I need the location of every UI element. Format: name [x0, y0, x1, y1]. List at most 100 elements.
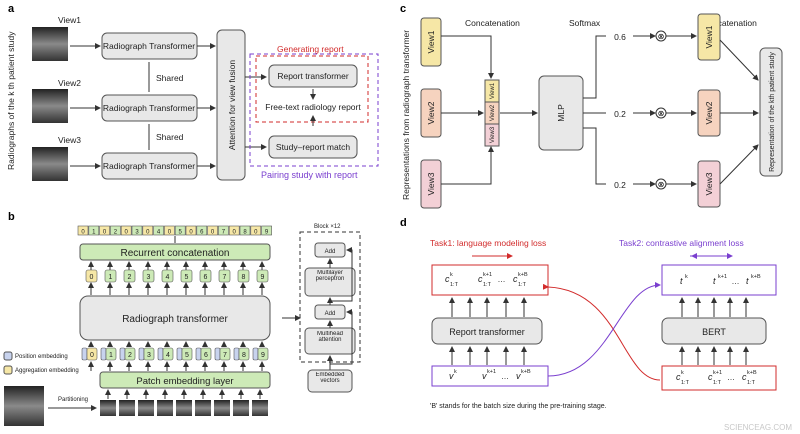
d-token: v — [449, 371, 454, 381]
d-token: t — [680, 276, 683, 286]
panel-b-letter: b — [8, 211, 15, 223]
d-token-sup: k+1 — [487, 369, 496, 375]
d-token-sub: 1:T — [518, 282, 527, 288]
d-token-sup: k+B — [751, 274, 761, 280]
a-study-report-match — [268, 135, 358, 159]
b-output-token — [77, 225, 89, 236]
b-position-embedding — [233, 347, 240, 361]
b-output-token — [228, 225, 240, 236]
b-output-token-label: 8 — [243, 230, 247, 236]
c-view1-input-label: View1 — [426, 30, 436, 53]
c-mlp-label: MLP — [556, 104, 566, 122]
b-output-token — [185, 225, 197, 236]
a-shared-1: Shared — [156, 73, 184, 83]
b-output-token — [120, 225, 132, 236]
d-t-box — [661, 264, 777, 296]
b-output-token — [110, 225, 121, 236]
b-input-token — [124, 347, 136, 361]
b-output-token — [261, 225, 272, 236]
d-token-sup: k+1 — [483, 272, 492, 278]
b-input-token-label: 6 — [204, 352, 208, 359]
b-patch-layer-label: Patch embedding layer — [136, 376, 233, 387]
a-report-transformer — [268, 64, 358, 88]
a-attention-box — [216, 29, 246, 181]
b-patch — [138, 400, 154, 416]
b-input-token-label: 4 — [166, 352, 170, 359]
d-arrows — [449, 297, 749, 365]
d-token-sup: k+B — [747, 370, 757, 376]
a-transformer-2-label: Radiograph Transformer — [103, 103, 195, 113]
a-transformer-3-label: Radiograph Transformer — [103, 161, 195, 171]
d-token: t — [713, 276, 716, 286]
b-patch — [119, 400, 135, 416]
d-token-sup: k+1 — [718, 274, 727, 280]
b-output-token — [218, 225, 229, 236]
c-representation-label: Representation of the kth patient study — [769, 52, 776, 172]
b-embedded-label: Embedded vectors — [315, 372, 345, 384]
a-generating-frame — [255, 55, 369, 123]
c-stack-2-label: View2 — [490, 104, 496, 121]
b-mid-token-label: 2 — [128, 274, 132, 281]
d-token-sub: 1:T — [681, 380, 690, 386]
c-view2-weighted-label: View2 — [704, 101, 714, 124]
b-output-token — [196, 225, 208, 236]
a-attention-label: Attention for view fusion — [227, 60, 237, 151]
b-mid-token-label: 4 — [166, 274, 170, 281]
b-input-token-label: 1 — [109, 352, 113, 359]
a-pairing-label: Pairing study with report — [261, 170, 358, 180]
b-output-token-label: 0 — [125, 230, 129, 236]
b-output-token-label: 4 — [157, 230, 161, 236]
a-free-text: Free-text radiology report — [265, 102, 361, 112]
d-token-sub: 1:T — [747, 380, 756, 386]
b-partitioning-label: Partitioning — [58, 397, 88, 403]
b-mlp-label: Multilayer perceptron — [315, 270, 345, 282]
c-stack-3-label: View3 — [490, 126, 496, 143]
d-ellipsis: … — [498, 275, 506, 284]
c-view3-weighted-label: View3 — [704, 172, 714, 195]
b-block-label: Block ×12 — [314, 224, 341, 230]
panel-a-letter: a — [8, 3, 15, 15]
d-bert — [661, 317, 767, 345]
b-add-1-label: Add — [325, 249, 336, 255]
b-input-token-label: 7 — [223, 352, 227, 359]
b-radiograph-transformer-label: Radiograph transformer — [122, 314, 228, 325]
b-input-token — [105, 347, 117, 361]
b-patch — [233, 400, 249, 416]
d-ellipsis: … — [727, 373, 735, 382]
b-position-embedding — [100, 347, 107, 361]
c-weight-2: 0.2 — [614, 109, 626, 119]
d-report-transformer-label: Report transformer — [449, 327, 525, 337]
b-output-token-label: 9 — [265, 230, 269, 236]
c-weight-1: 0.6 — [614, 32, 626, 42]
b-input-token — [200, 347, 212, 361]
b-mid-token-label: 5 — [185, 274, 189, 281]
b-output-token — [88, 225, 100, 236]
b-output-token — [153, 225, 164, 236]
b-embedded-box — [307, 369, 353, 393]
b-patch — [252, 400, 268, 416]
b-output-token-label: 0 — [254, 230, 258, 236]
d-c-box-bottom — [661, 365, 777, 391]
d-task1: Task1: language modeling loss — [430, 238, 546, 248]
b-input-token — [162, 347, 174, 361]
b-position-embedding — [252, 347, 259, 361]
b-output-token — [239, 225, 251, 236]
c-view3-input-label: View3 — [426, 172, 436, 195]
b-legend-position-swatch — [3, 351, 13, 361]
b-patch — [214, 400, 230, 416]
b-patch — [157, 400, 173, 416]
d-ellipsis: … — [732, 277, 740, 286]
d-token-sub: 1:T — [713, 380, 722, 386]
b-output-token — [207, 225, 218, 236]
a-shared-2: Shared — [156, 132, 184, 142]
b-output-token-label: 6 — [200, 230, 204, 236]
c-representation-box — [759, 47, 783, 177]
a-transformer-1-label: Radiograph Transformer — [103, 41, 195, 51]
d-token-sup: k+1 — [713, 370, 722, 376]
a-xray-2 — [32, 89, 68, 123]
b-input-token-label: 2 — [128, 352, 132, 359]
b-position-embedding — [176, 347, 183, 361]
